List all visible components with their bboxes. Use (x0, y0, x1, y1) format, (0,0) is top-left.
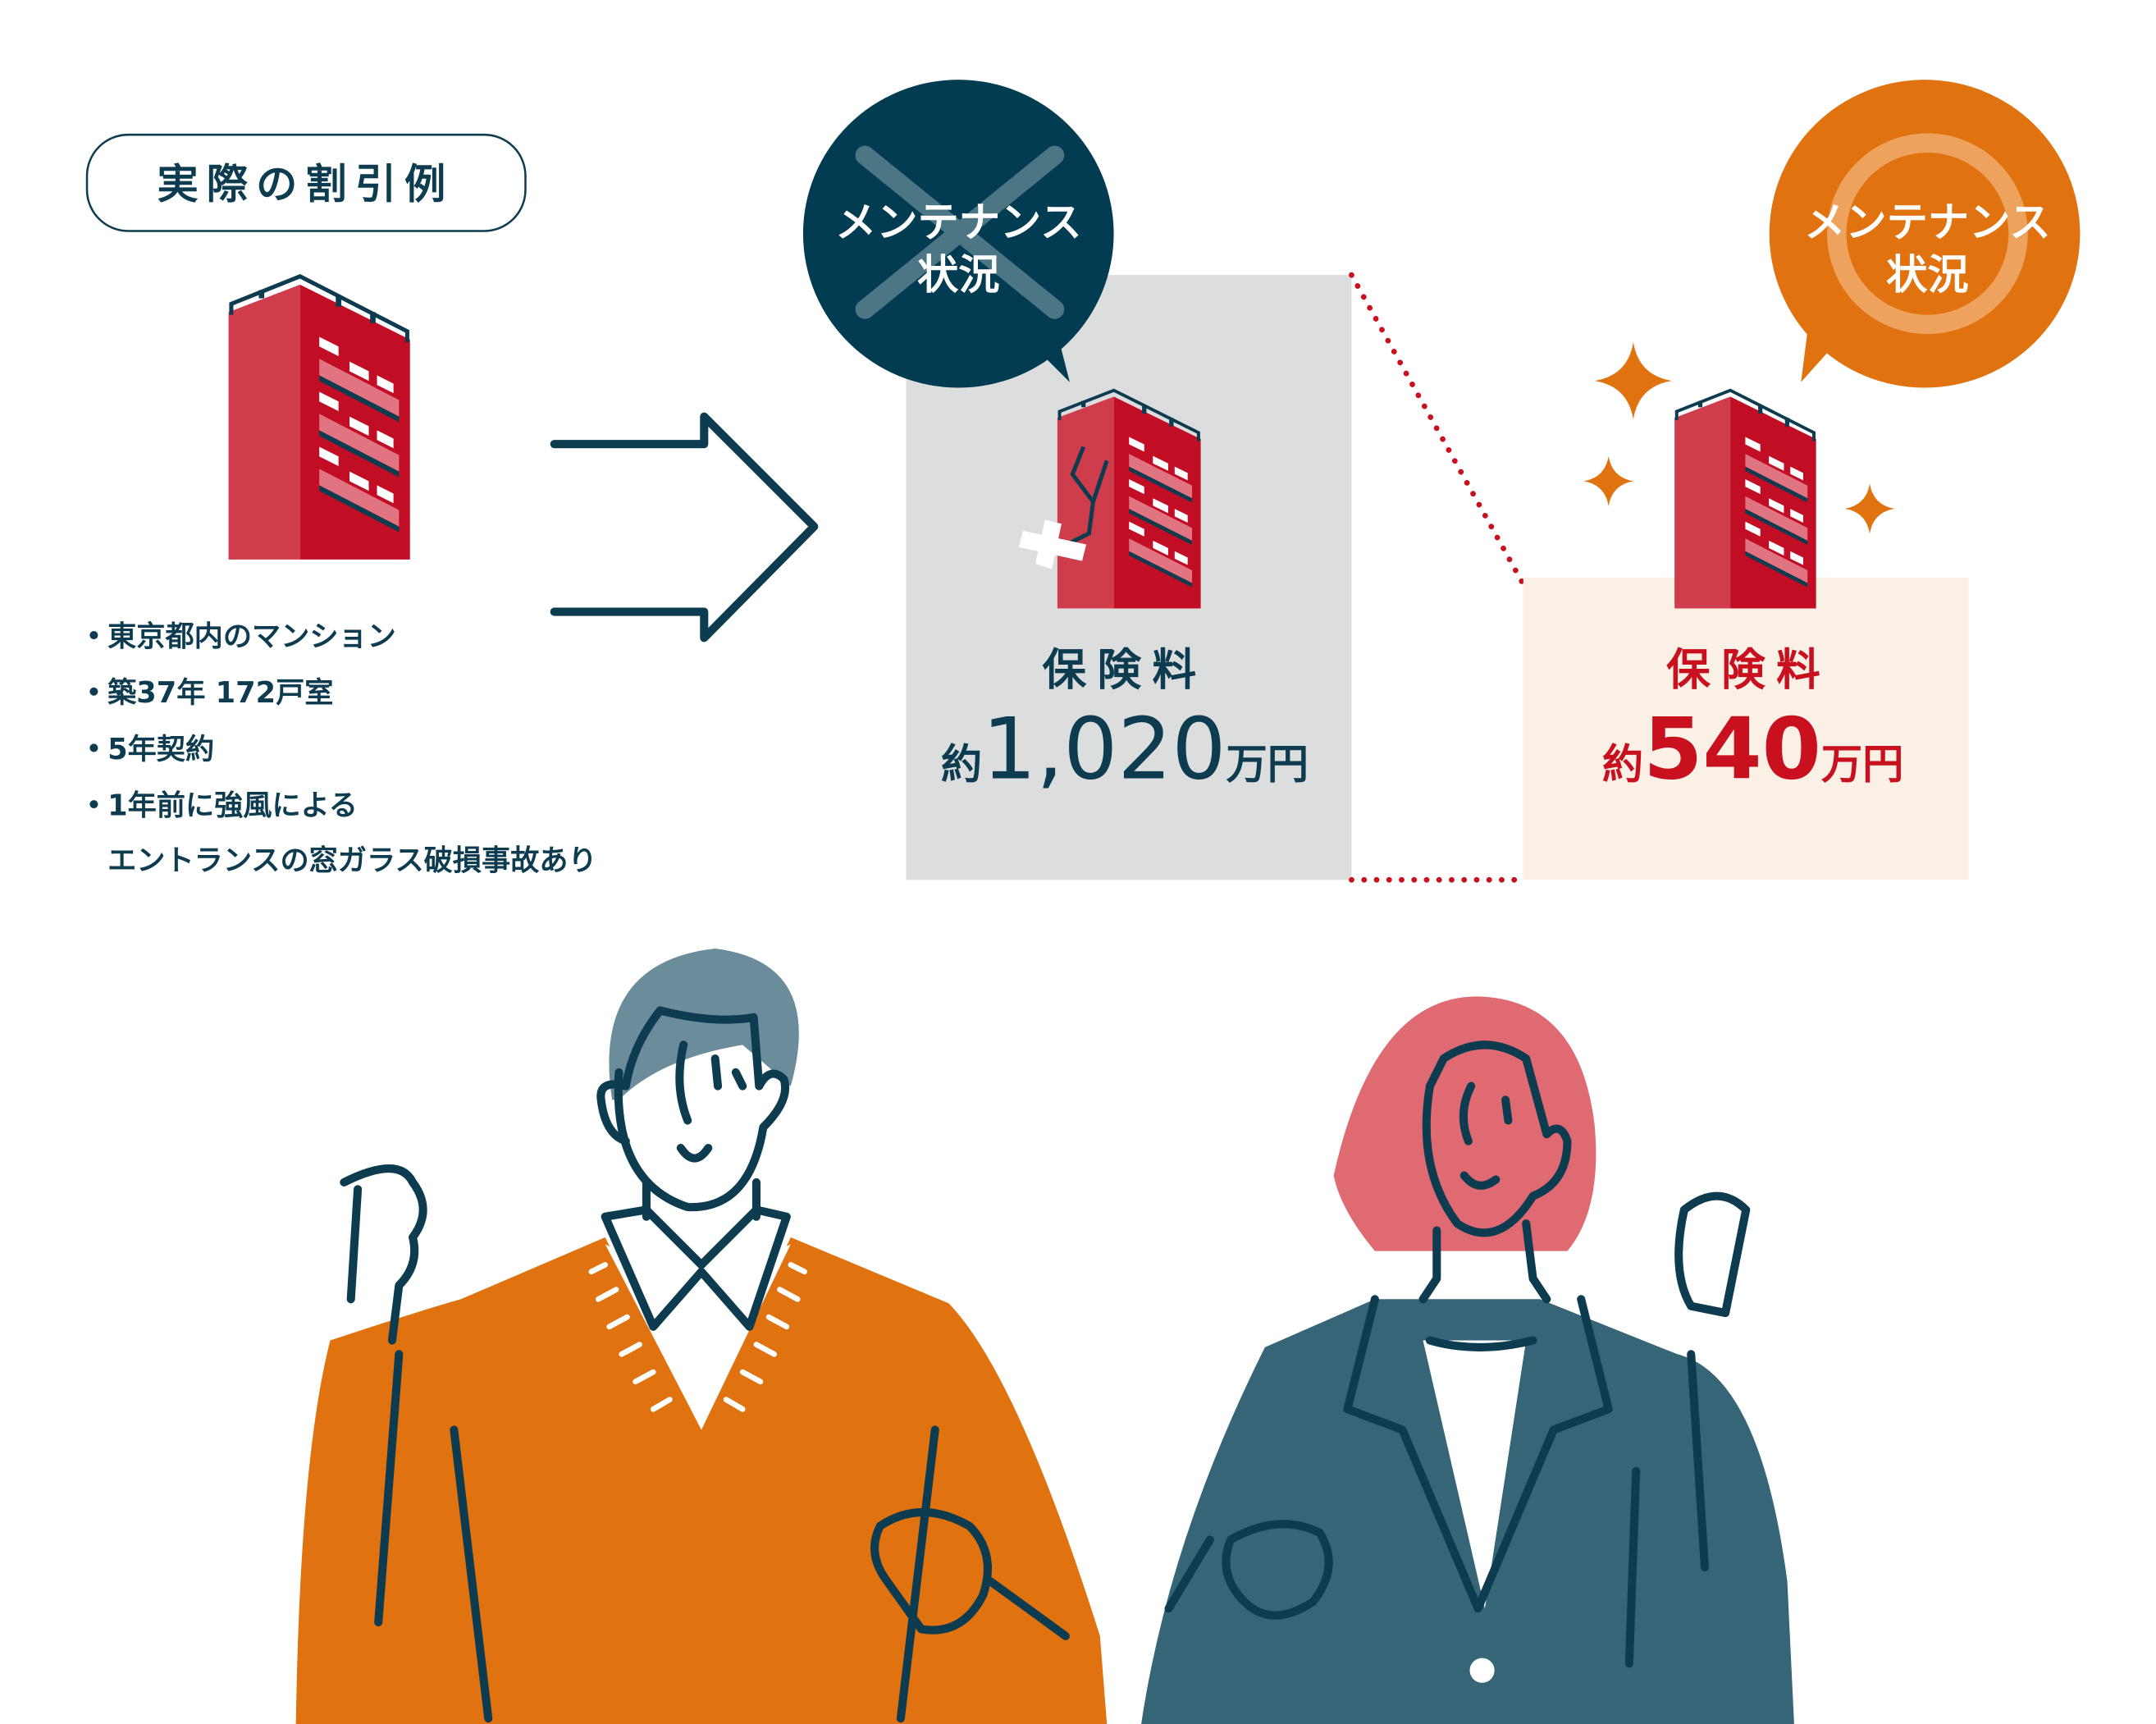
man-illustration (295, 949, 1108, 1724)
after-premium-label: 保険料 (1666, 643, 1831, 695)
example-label-box: 実際の割引例 (85, 133, 527, 232)
sparkle-icon (1594, 342, 1672, 420)
detail-item: エントランスの窓ガラス破損事故あり (107, 844, 597, 878)
woman-illustration (1141, 996, 1794, 1724)
damaged-building-icon (1018, 391, 1201, 617)
after-maintenance-bubble: メンテナンス 状況 (1769, 80, 2081, 388)
bubble-text: メンテナンス (835, 198, 1082, 246)
bubble-text: メンテナンス (1804, 198, 2050, 246)
bandage-icon (1018, 519, 1087, 569)
circle-mark-icon (1827, 133, 2028, 335)
bubble-text: 状況 (1886, 250, 1969, 299)
bubble-text: 状況 (917, 250, 1000, 299)
detail-item: 1年前に強風による (107, 789, 358, 823)
before-premium-amount: 約1,020万円 (941, 700, 1309, 798)
comparison-dotted-lines (1349, 272, 1527, 883)
apartment-building-icon (229, 277, 410, 571)
detail-item: 5年契約 (107, 733, 214, 766)
after-panel (1523, 577, 1969, 880)
detail-item: 築37年 172戸室 (107, 676, 333, 710)
right-arrow-icon (550, 412, 819, 642)
property-details-list: 東京都内のマンション 築37年 172戸室 5年契約 1年前に強風による エント… (89, 620, 597, 878)
before-premium-label: 保険料 (1042, 643, 1207, 695)
before-maintenance-bubble: メンテナンス 状況 (802, 80, 1114, 388)
detail-item: 東京都内のマンション (107, 620, 396, 653)
sparkle-icon (1844, 483, 1895, 534)
cross-mark-icon (855, 145, 1065, 319)
well-maintained-building-icon (1674, 391, 1816, 617)
after-premium-amount: 約540万円 (1602, 700, 1904, 798)
example-label: 実際の割引例 (157, 159, 454, 208)
sparkle-icon (1583, 455, 1634, 506)
